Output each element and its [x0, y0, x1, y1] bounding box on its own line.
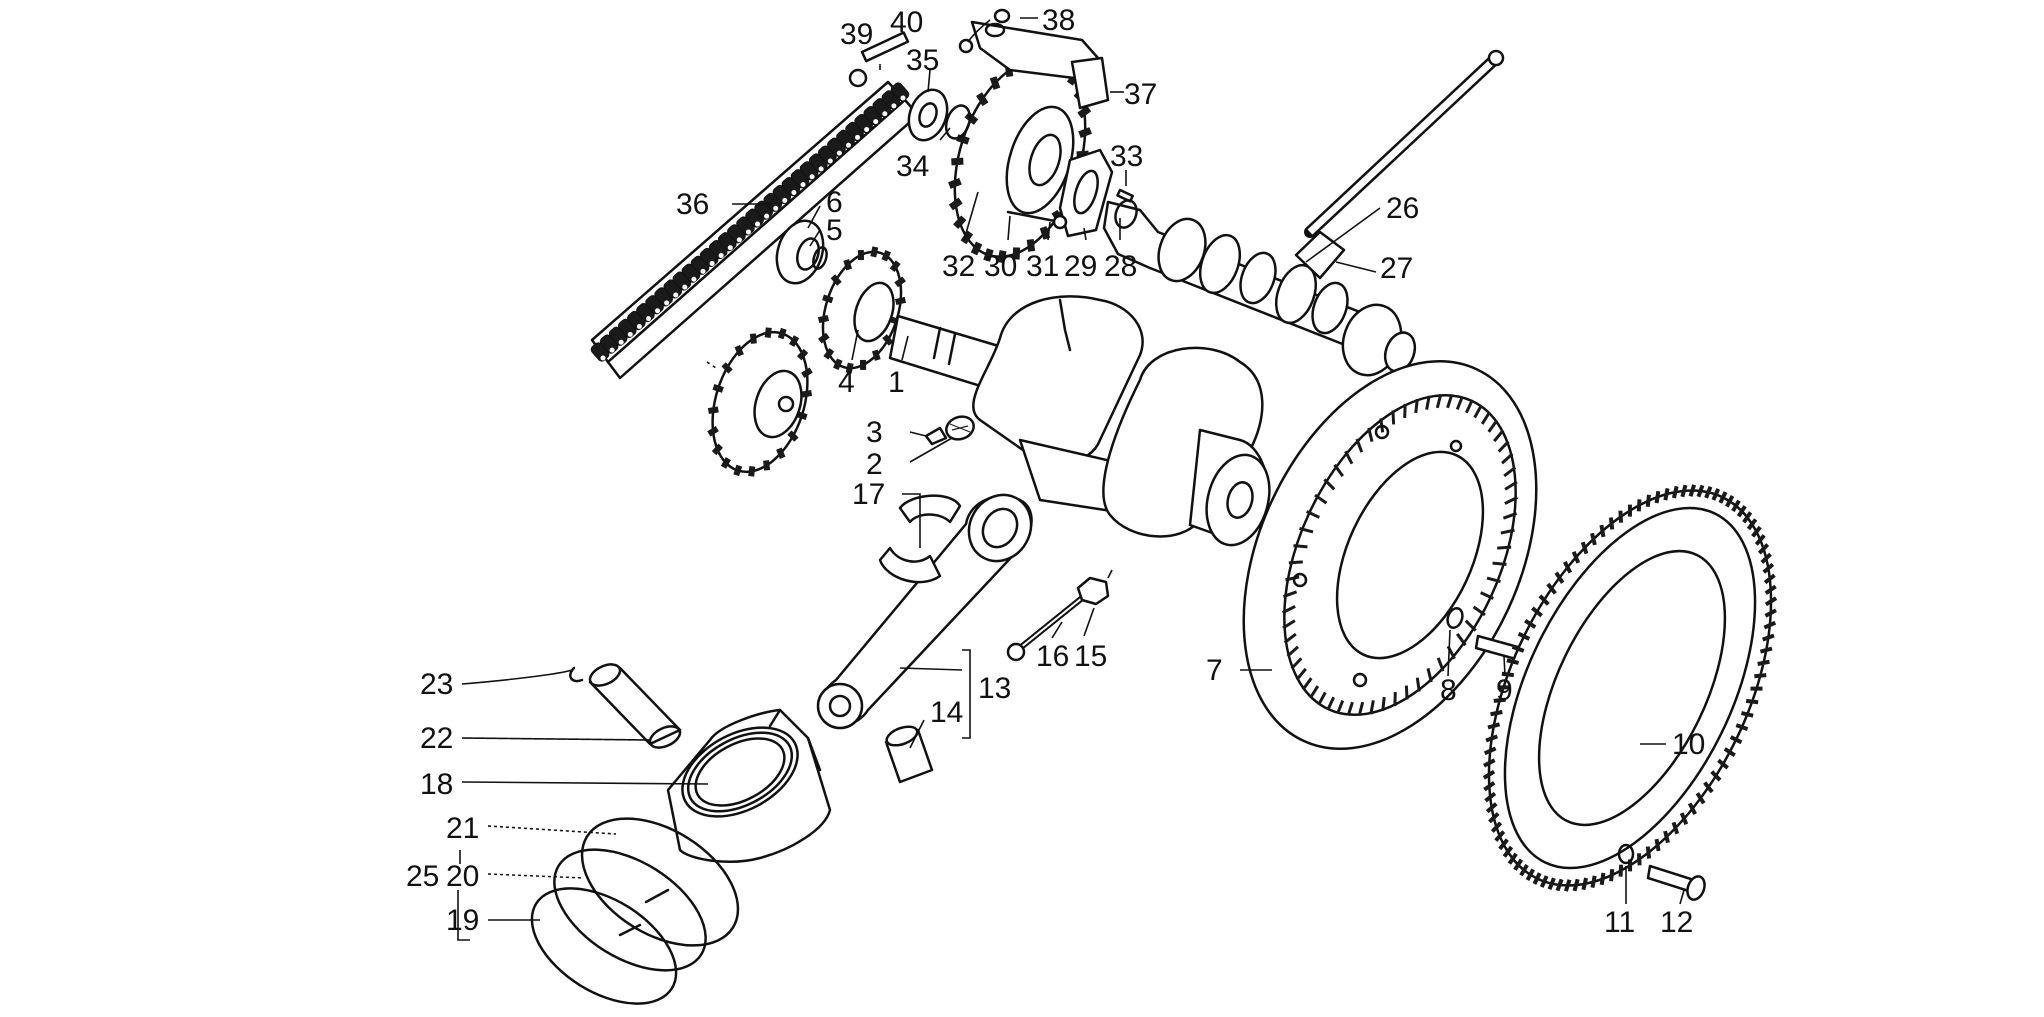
- gudgeon-pin-22: [588, 663, 682, 749]
- chain-tensioner-bracket: [970, 8, 1110, 110]
- label-11: 11: [1604, 906, 1635, 939]
- label-31: 31: [1026, 250, 1059, 283]
- pushrod-26: [1304, 49, 1505, 238]
- label-7: 7: [1206, 654, 1223, 687]
- label-10: 10: [1672, 728, 1705, 761]
- piston-18: [666, 708, 832, 863]
- label-32: 32: [942, 250, 975, 283]
- camshaft: [1102, 199, 1417, 377]
- label-26: 26: [1386, 192, 1419, 225]
- label-20: 20: [446, 860, 479, 893]
- label-39: 39: [840, 18, 873, 51]
- label-12: 12: [1660, 906, 1693, 939]
- washer-8: [1446, 607, 1464, 629]
- piston-ring-21: [580, 817, 740, 947]
- label-40: 40: [890, 6, 923, 39]
- label-13: 13: [978, 672, 1011, 705]
- label-33: 33: [1110, 140, 1143, 173]
- circlip-23: [569, 666, 584, 683]
- label-6: 6: [826, 186, 843, 219]
- rod-nut-15: [1076, 569, 1113, 606]
- label-34: 34: [896, 150, 929, 183]
- label-27: 27: [1380, 252, 1413, 285]
- bolt-12: [1646, 864, 1706, 901]
- washer-40: [958, 38, 974, 54]
- bearing-shells-17: [878, 494, 962, 584]
- label-17: 17: [852, 478, 885, 511]
- label-29: 29: [1064, 250, 1097, 283]
- label-23: 23: [420, 668, 453, 701]
- bush-14: [884, 725, 934, 784]
- washer-11: [1617, 843, 1635, 865]
- label-16: 16: [1036, 640, 1069, 673]
- flywheel-7: [1242, 360, 1538, 750]
- timing-chain: [590, 80, 920, 380]
- label-5: 5: [826, 214, 843, 247]
- ring-gear-10: [1482, 484, 1778, 892]
- label-28: 28: [1104, 250, 1137, 283]
- label-8: 8: [1440, 674, 1457, 707]
- label-3: 3: [866, 416, 883, 449]
- label-14: 14: [930, 696, 963, 729]
- key-33: [1116, 188, 1134, 203]
- label-30: 30: [984, 250, 1017, 283]
- label-22: 22: [420, 722, 453, 755]
- sprocket-5-6: [775, 219, 828, 285]
- piston-ring-20: [553, 848, 707, 972]
- label-38: 38: [1042, 4, 1075, 37]
- piston-ring-19: [530, 887, 678, 1005]
- leader-lines: [457, 17, 1685, 941]
- connecting-rod: [816, 493, 1033, 730]
- rod-bolt-16: [1006, 587, 1095, 662]
- part-number-labels: 1 2 3 4 5 6 7 8 9 10 11 12 13 14 15 16 1…: [406, 4, 1705, 939]
- circlip-3: [924, 426, 948, 446]
- label-15: 15: [1074, 640, 1107, 673]
- label-2: 2: [866, 448, 883, 481]
- label-21: 21: [446, 812, 479, 845]
- label-4: 4: [838, 366, 855, 399]
- nut-35: [907, 88, 949, 142]
- washer-34: [944, 104, 972, 140]
- label-25: 25: [406, 860, 439, 893]
- label-9: 9: [1496, 674, 1513, 707]
- oil-pump-sprocket: [706, 327, 813, 477]
- label-37: 37: [1124, 78, 1157, 111]
- label-18: 18: [420, 768, 453, 801]
- bolt-39: [848, 31, 910, 88]
- small-sprocket-4: [817, 246, 907, 374]
- label-19: 19: [446, 904, 479, 937]
- screw-30: [1006, 210, 1062, 224]
- bearing-2: [945, 415, 975, 441]
- label-1: 1: [888, 366, 905, 399]
- label-35: 35: [906, 44, 939, 77]
- cam-plate-29: [1058, 148, 1114, 238]
- crankshaft: [888, 295, 1286, 547]
- label-36: 36: [676, 188, 709, 221]
